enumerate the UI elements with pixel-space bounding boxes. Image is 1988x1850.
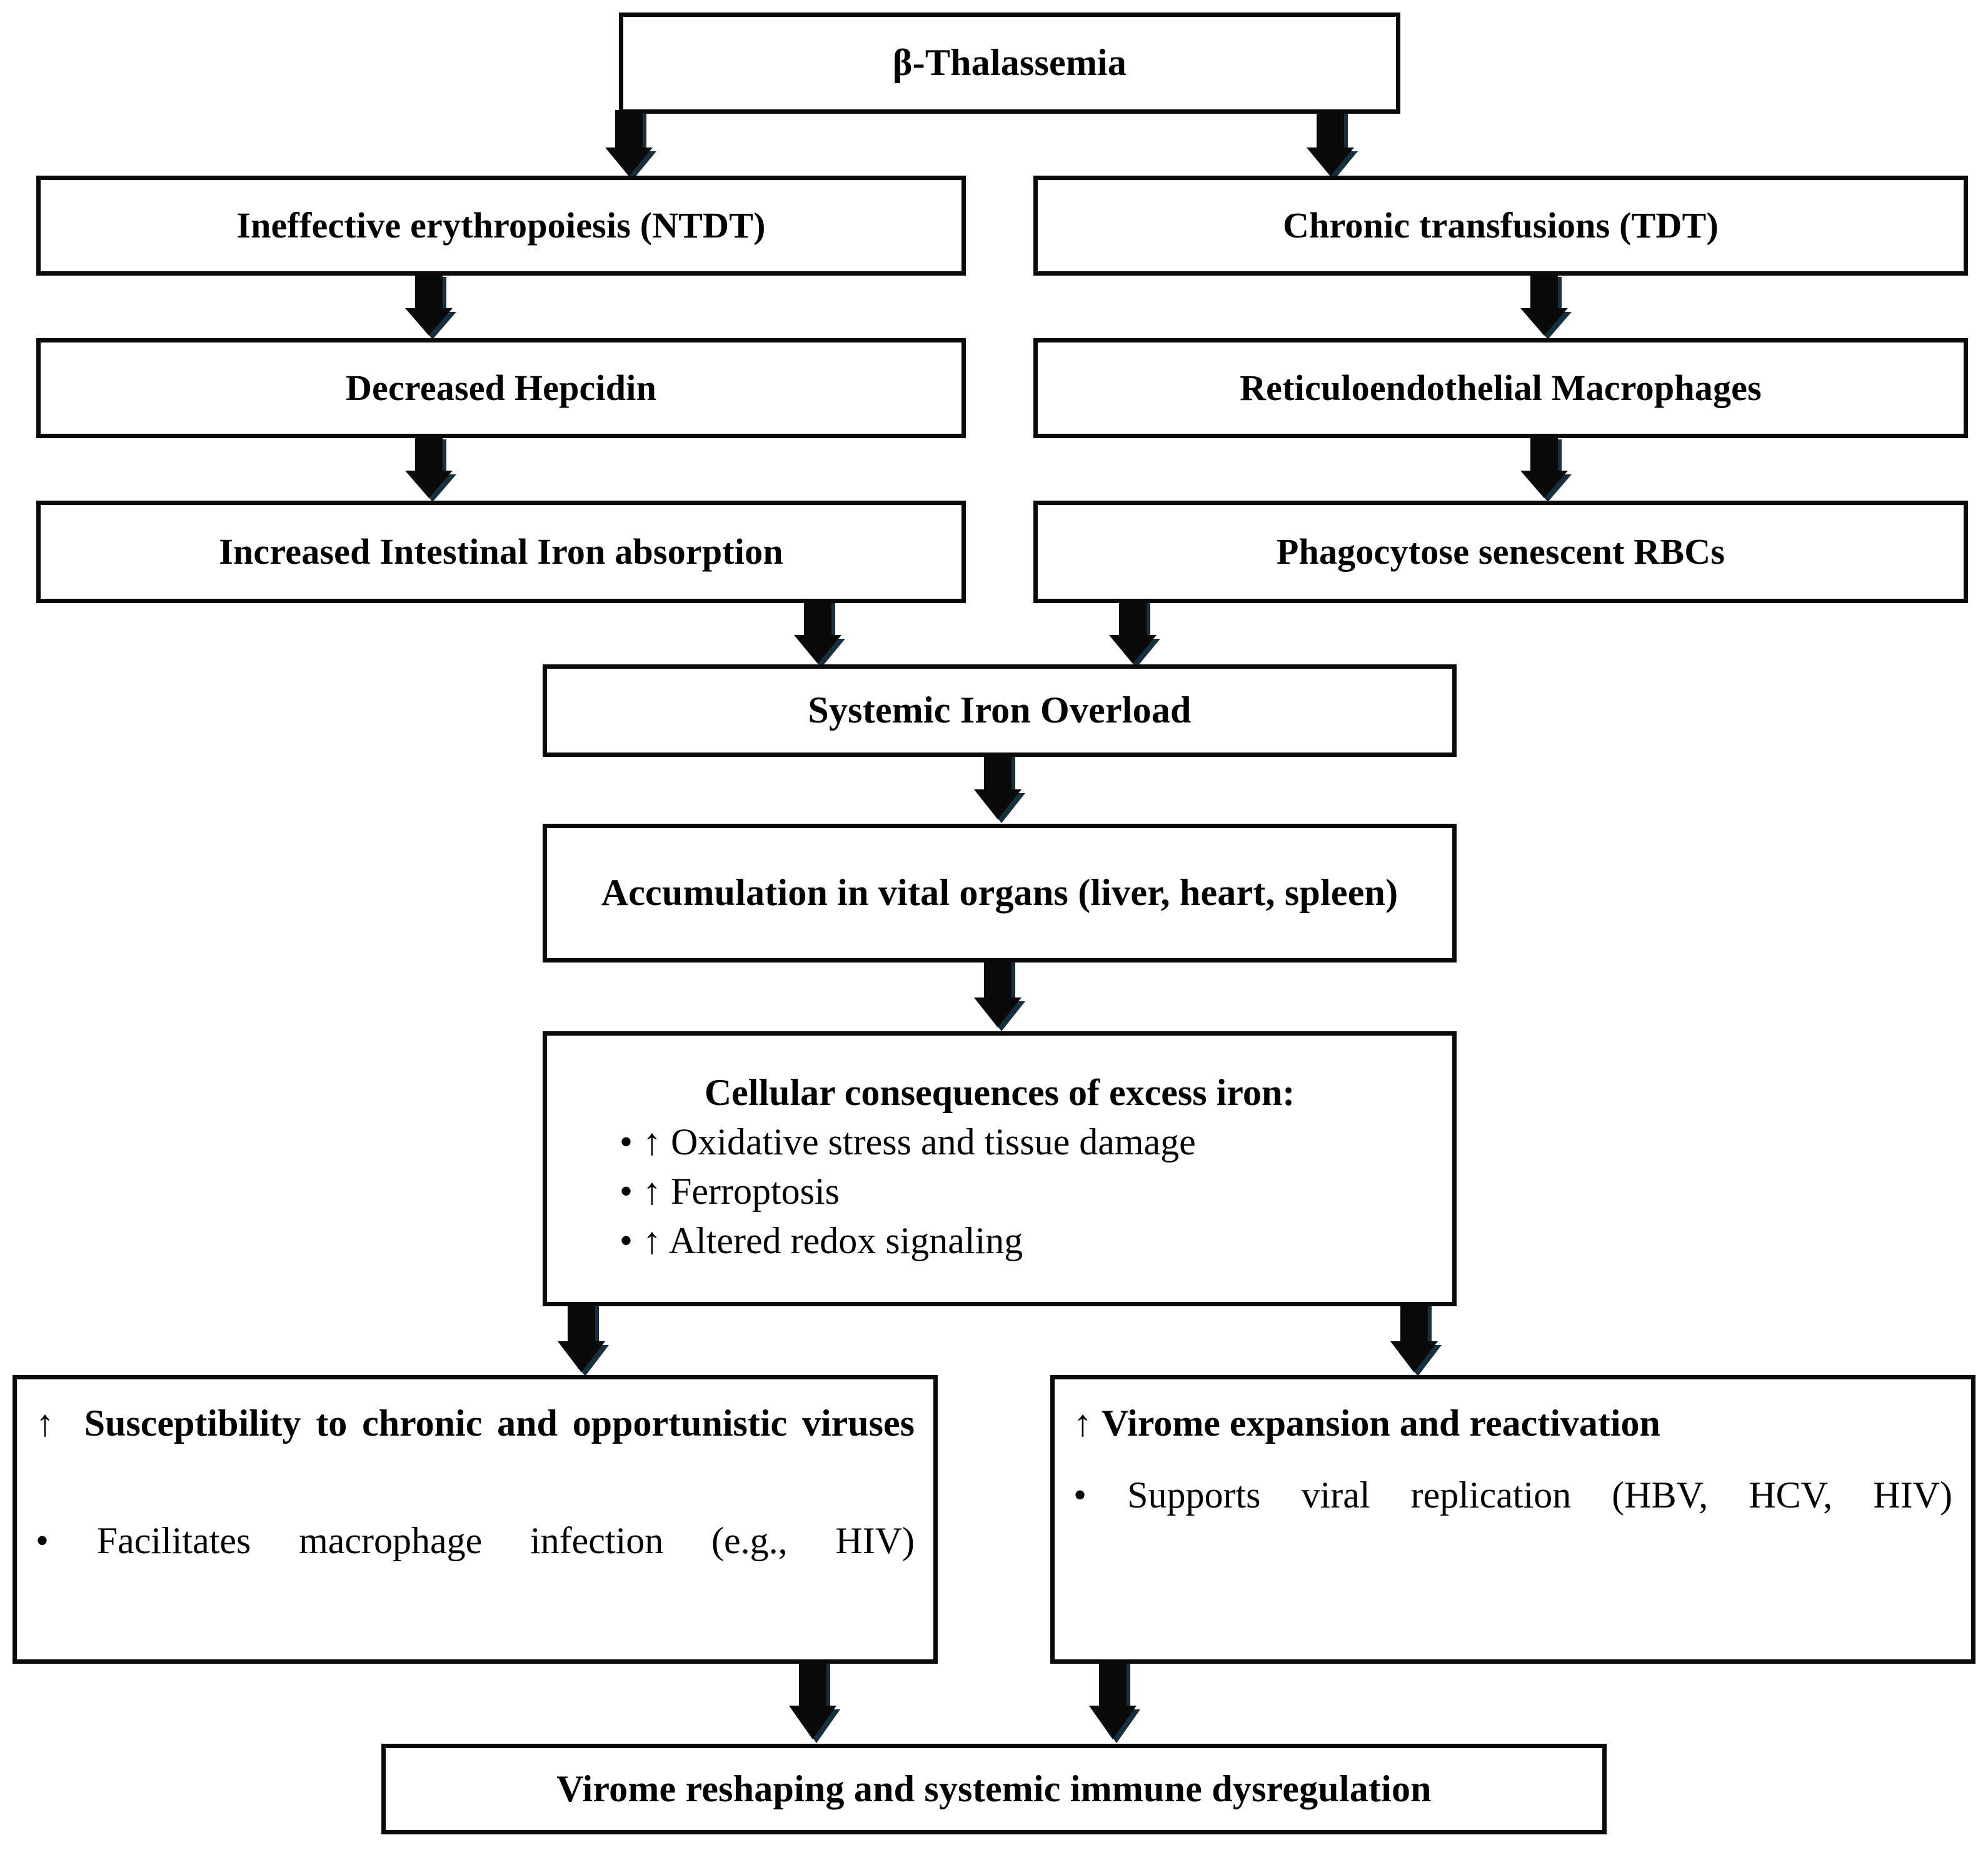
virome-expansion-heading-label: Virome expansion and reactivation [1102, 1402, 1660, 1444]
up-arrow-icon: ↑ [36, 1402, 54, 1444]
virome-expansion-body: • Supports viral replication (HBV, HCV, … [1073, 1472, 1952, 1564]
node-label-ineffective-erythropoiesis: Ineffective erythropoiesis (NTDT) [236, 204, 766, 246]
up-arrow-icon: ↑ [643, 1171, 662, 1212]
node-label-phagocytose-senescent-rbcs: Phagocytose senescent RBCs [1276, 531, 1725, 572]
node-accumulation-vital-organs: Accumulation in vital organs (liver, hea… [543, 824, 1457, 962]
node-systemic-iron-overload: Systemic Iron Overload [543, 664, 1457, 757]
list-item-label: Oxidative stress and tissue damage [671, 1121, 1196, 1162]
node-increased-intestinal-iron-absorption: Increased Intestinal Iron absorption [36, 501, 966, 603]
node-label-increased-intestinal-iron-absorption: Increased Intestinal Iron absorption [219, 531, 783, 572]
cellular-consequences-heading: Cellular consequences of excess iron: [704, 1071, 1295, 1113]
up-arrow-icon: ↑ [1073, 1402, 1092, 1444]
bullet-icon: • [620, 1171, 633, 1212]
susceptibility-body-label: Facilitates macrophage infection (e.g., … [96, 1520, 915, 1562]
arrow-tdt-to-macrophages [1519, 273, 1575, 343]
arrow-cellular-to-virome-expansion [1389, 1302, 1445, 1380]
node-label-virome-reshaping: Virome reshaping and systemic immune dys… [556, 1768, 1432, 1809]
node-beta-thalassemia: β-Thalassemia [619, 12, 1400, 114]
arrow-absorption-to-overload [793, 599, 849, 671]
arrow-macrophages-to-phagocytose [1519, 436, 1575, 506]
node-label-beta-thalassemia: β-Thalassemia [892, 42, 1127, 84]
node-cellular-consequences: Cellular consequences of excess iron: •↑… [543, 1031, 1457, 1306]
node-label-chronic-transfusions: Chronic transfusions (TDT) [1282, 204, 1719, 246]
list-item-label: Altered redox signaling [668, 1220, 1023, 1262]
arrow-overload-to-accumulation [973, 753, 1029, 827]
bullet-icon: • [620, 1121, 633, 1162]
node-susceptibility-chronic-viruses: ↑ Susceptibility to chronic and opportun… [13, 1375, 938, 1664]
up-arrow-icon: ↑ [643, 1220, 662, 1262]
node-label-systemic-iron-overload: Systemic Iron Overload [808, 689, 1192, 731]
node-phagocytose-senescent-rbcs: Phagocytose senescent RBCs [1033, 501, 1968, 603]
arrow-root-to-ntdt [604, 110, 660, 184]
arrow-root-to-tdt [1305, 110, 1362, 184]
arrow-accumulation-to-cellular [973, 959, 1029, 1035]
node-label-reticuloendothelial-macrophages: Reticuloendothelial Macrophages [1240, 367, 1762, 408]
bullet-icon: • [1073, 1474, 1087, 1516]
node-ineffective-erythropoiesis: Ineffective erythropoiesis (NTDT) [36, 176, 966, 276]
list-item-label: Ferroptosis [671, 1171, 840, 1212]
susceptibility-heading: ↑ Susceptibility to chronic and opportun… [36, 1401, 915, 1492]
bullet-icon: • [36, 1520, 49, 1562]
arrow-virome-expansion-to-final [1088, 1659, 1144, 1748]
virome-expansion-body-label: Supports viral replication (HBV, HCV, HI… [1127, 1474, 1952, 1516]
arrow-hepcidin-to-absorption [404, 436, 460, 506]
list-item: •↑ Oxidative stress and tissue damage [620, 1119, 1436, 1165]
virome-expansion-heading: ↑ Virome expansion and reactivation [1073, 1401, 1952, 1446]
list-item: •↑ Ferroptosis [620, 1169, 1436, 1214]
node-label-accumulation-vital-organs: Accumulation in vital organs (liver, hea… [601, 872, 1398, 914]
up-arrow-icon: ↑ [643, 1121, 662, 1162]
arrow-ntdt-to-hepcidin [404, 273, 460, 343]
bullet-icon: • [620, 1220, 633, 1262]
susceptibility-heading-label: Susceptibility to chronic and opportunis… [84, 1402, 915, 1444]
arrow-phagocytose-to-overload [1108, 599, 1164, 671]
node-reticuloendothelial-macrophages: Reticuloendothelial Macrophages [1033, 338, 1968, 438]
cellular-consequences-list: •↑ Oxidative stress and tissue damage •↑… [563, 1119, 1436, 1264]
arrow-cellular-to-susceptibility [556, 1302, 613, 1380]
node-chronic-transfusions: Chronic transfusions (TDT) [1033, 176, 1968, 276]
node-virome-expansion-reactivation: ↑ Virome expansion and reactivation • Su… [1050, 1375, 1975, 1664]
node-label-decreased-hepcidin: Decreased Hepcidin [345, 367, 657, 408]
list-item: •↑ Altered redox signaling [620, 1218, 1436, 1264]
susceptibility-body: • Facilitates macrophage infection (e.g.… [36, 1518, 915, 1609]
node-virome-reshaping-immune-dysregulation: Virome reshaping and systemic immune dys… [381, 1744, 1607, 1834]
arrow-susceptibility-to-final [788, 1659, 844, 1748]
node-decreased-hepcidin: Decreased Hepcidin [36, 338, 966, 438]
